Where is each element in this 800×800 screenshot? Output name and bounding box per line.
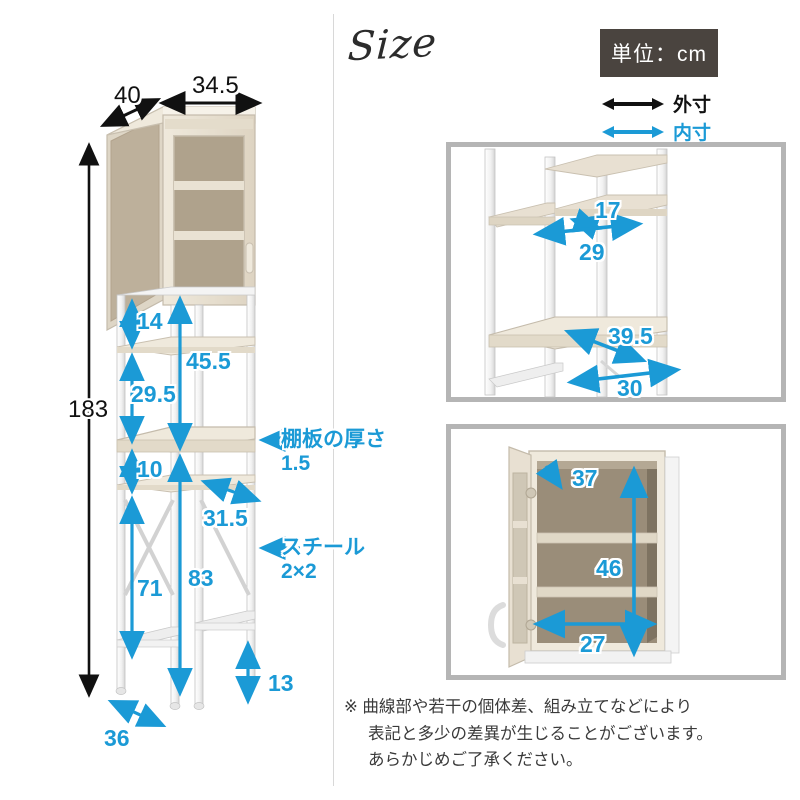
dim-width-34-5: 34.5 — [192, 72, 239, 99]
dim-83: 83 — [188, 565, 214, 591]
vertical-divider — [333, 14, 334, 786]
shelf-detail-panel: 17 29 39.5 30 — [446, 142, 786, 402]
dim-71: 71 — [137, 575, 163, 601]
cabinet-detail-panel: 37 46 27 — [446, 424, 786, 680]
main-dimension-arrows — [78, 91, 300, 728]
dim-height-183: 183 — [68, 396, 109, 423]
legend-label-outer: 外寸 — [673, 95, 712, 116]
footnote-line1-text: 曲線部や若干の個体差、組み立てなどにより — [362, 698, 693, 716]
dim-27: 27 — [580, 631, 606, 657]
annotation-shelf-thickness: 棚板の厚さ 1.5 — [281, 428, 386, 476]
dim-36: 36 — [104, 725, 130, 751]
footnote-marker: ※ — [344, 698, 358, 716]
dim-13: 13 — [268, 670, 294, 696]
footnote-line1: ※ 曲線部や若干の個体差、組み立てなどにより — [344, 694, 792, 721]
dim-14: 14 — [137, 308, 163, 334]
legend-item-inner: 内寸 — [602, 118, 711, 145]
footnote-line3: あらかじめご了承ください。 — [368, 751, 583, 770]
footnote-line2: 表記と多少の差異が生じることがございます。 — [368, 724, 713, 743]
dim-29-5: 29.5 — [131, 381, 176, 407]
dim-45-5: 45.5 — [186, 348, 231, 374]
dim-46: 46 — [596, 555, 622, 581]
dim-39-5: 39.5 — [608, 323, 653, 349]
dim-31-5: 31.5 — [203, 505, 248, 531]
shelf-detail-arrows — [532, 208, 682, 394]
unit-badge-label: 単位：cm — [611, 43, 707, 66]
cabinet-detail-arrows — [532, 458, 658, 658]
double-arrow-icon — [602, 97, 664, 110]
double-arrow-icon — [602, 125, 664, 138]
dim-17: 17 — [595, 197, 621, 223]
annotation-steel-frame-line2: 2×2 — [281, 560, 317, 584]
unit-badge: 単位：cm — [600, 29, 718, 77]
dim-depth-40: 40 — [114, 82, 141, 109]
annotation-shelf-thickness-line2: 1.5 — [281, 452, 311, 476]
dim-29: 29 — [579, 239, 605, 265]
main-elevation-drawing — [106, 106, 257, 710]
dim-37: 37 — [572, 465, 598, 491]
annotation-steel-frame: スチール 2×2 — [281, 536, 365, 584]
legend-item-outer: 外寸 — [602, 90, 711, 117]
dim-10: 10 — [137, 456, 163, 482]
annotation-shelf-thickness-line1: 棚板の厚さ — [281, 428, 386, 451]
legend-label-inner: 内寸 — [673, 123, 712, 144]
annotation-steel-frame-line1: スチール — [281, 536, 365, 559]
dim-30: 30 — [617, 375, 643, 401]
footnote: ※ 曲線部や若干の個体差、組み立てなどにより 表記と多少の差異が生じることがござ… — [344, 694, 792, 774]
page-title: Size — [346, 19, 439, 71]
